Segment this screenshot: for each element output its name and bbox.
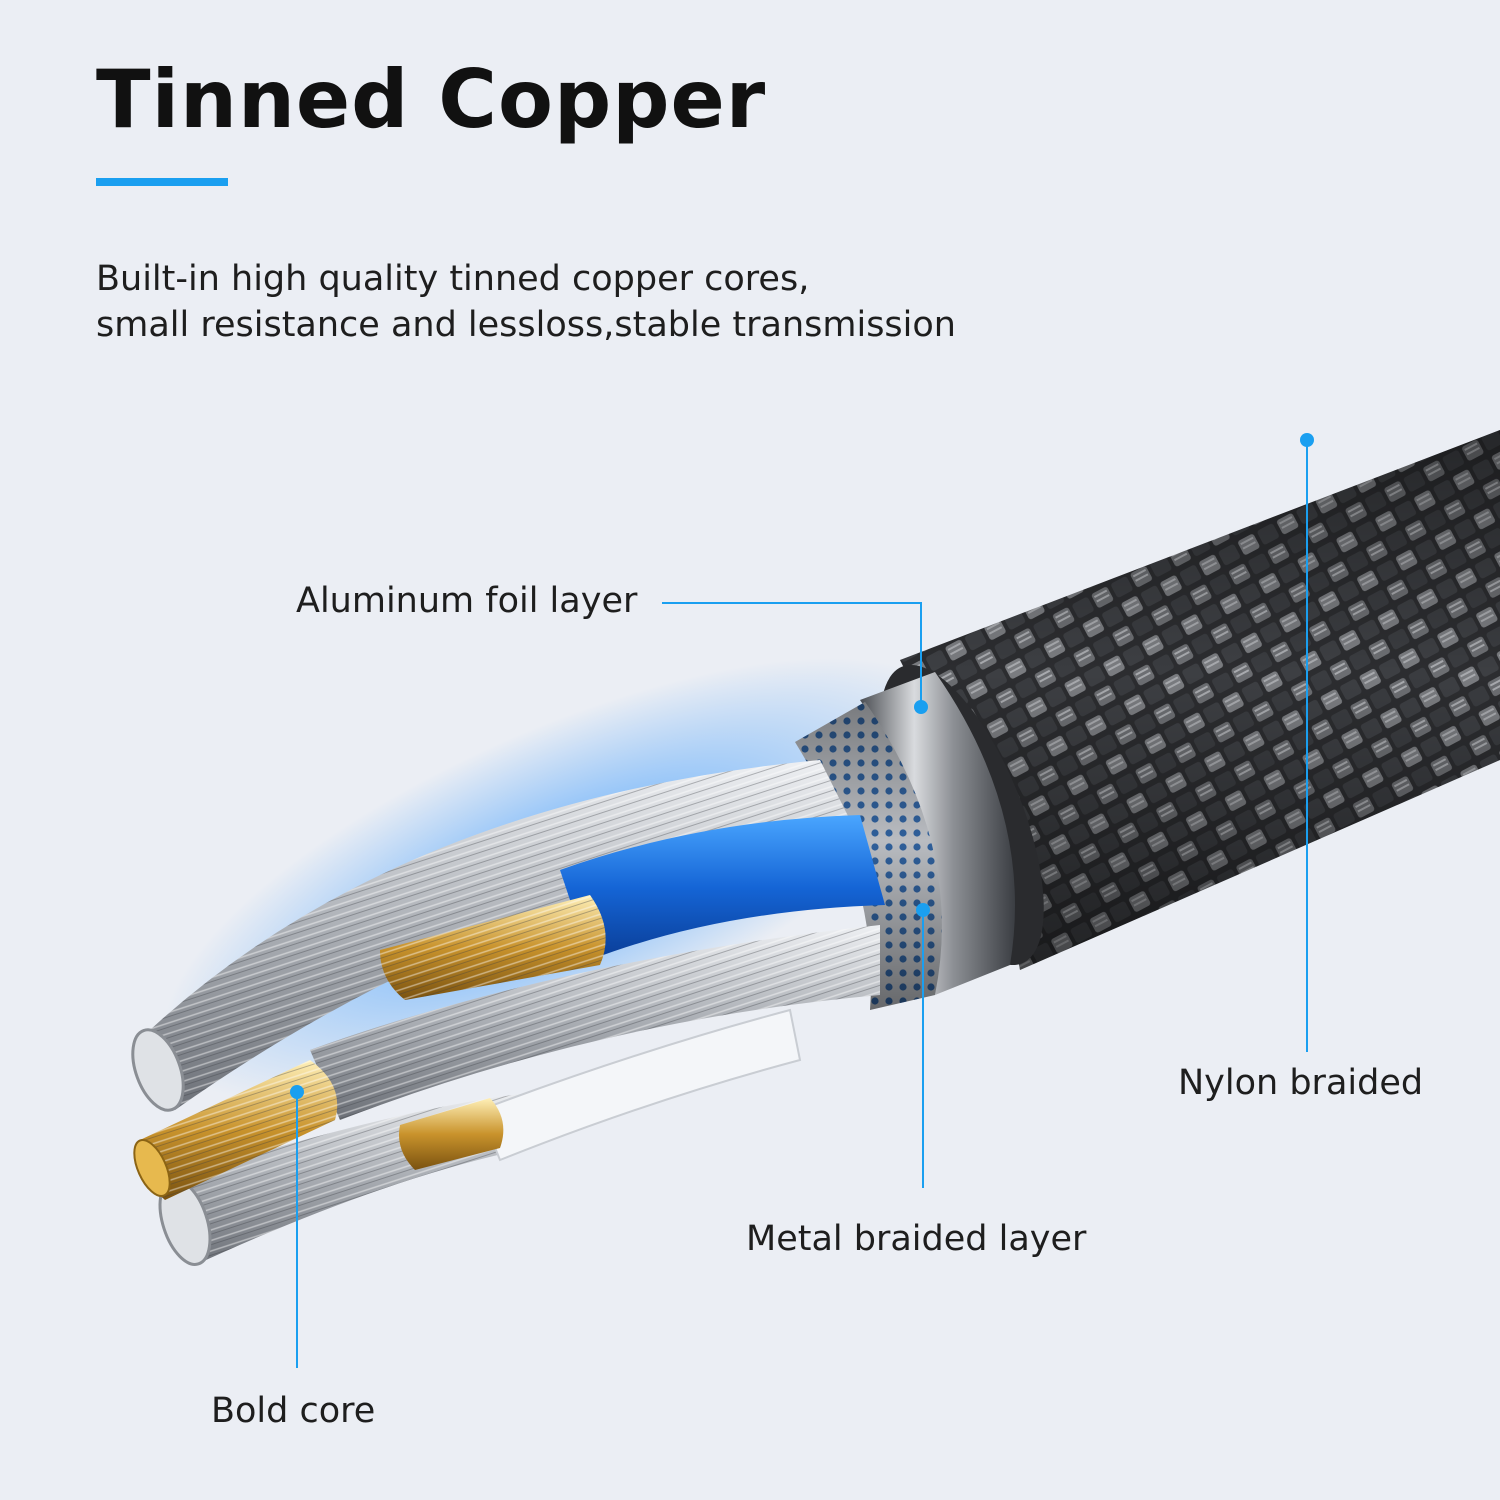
page-title: Tinned Copper <box>96 53 767 146</box>
callout-nylon-braided-line <box>1300 433 1314 1052</box>
description: Built-in high quality tinned copper core… <box>96 256 956 348</box>
callout-bold-core-line <box>290 1085 304 1368</box>
callout-aluminum-foil-line <box>662 602 928 714</box>
label-aluminum-foil-layer: Aluminum foil layer <box>296 581 638 621</box>
callout-metal-braided-line <box>916 903 930 1188</box>
description-line-1: Built-in high quality tinned copper core… <box>96 259 810 299</box>
label-bold-core: Bold core <box>211 1391 376 1431</box>
label-metal-braided-layer: Metal braided layer <box>746 1219 1087 1259</box>
title-underline <box>96 178 228 186</box>
description-line-2: small resistance and lessloss,stable tra… <box>96 305 956 345</box>
label-nylon-braided: Nylon braided <box>1178 1063 1424 1103</box>
